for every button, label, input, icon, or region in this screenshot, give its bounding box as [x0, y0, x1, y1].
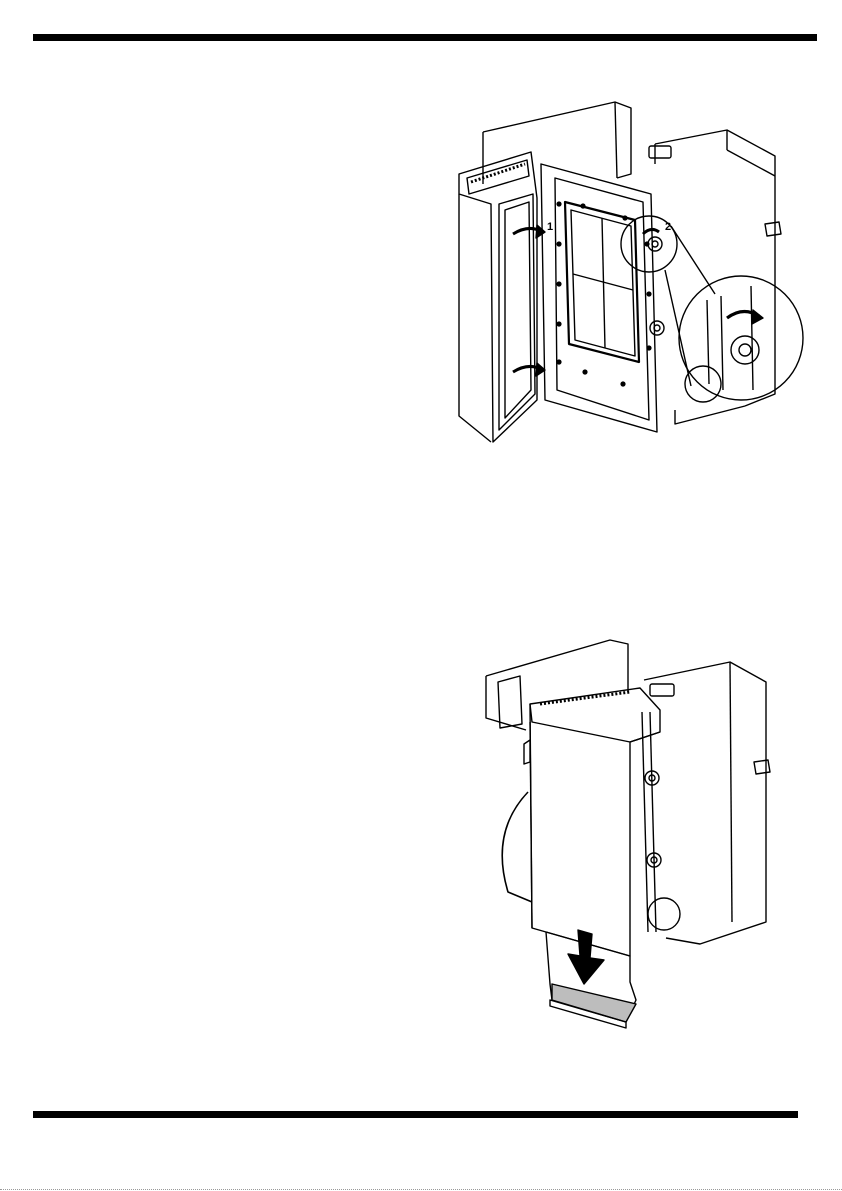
pull-film-illustration — [480, 632, 780, 1030]
open-cassette-door-illustration: 1 2 — [445, 94, 815, 458]
top-rule — [33, 34, 817, 41]
step-label-2: 2 — [665, 221, 671, 233]
page-edge-dotted-line — [0, 1189, 842, 1190]
step-label-1: 1 — [547, 221, 553, 233]
bottom-rule — [33, 1111, 798, 1118]
